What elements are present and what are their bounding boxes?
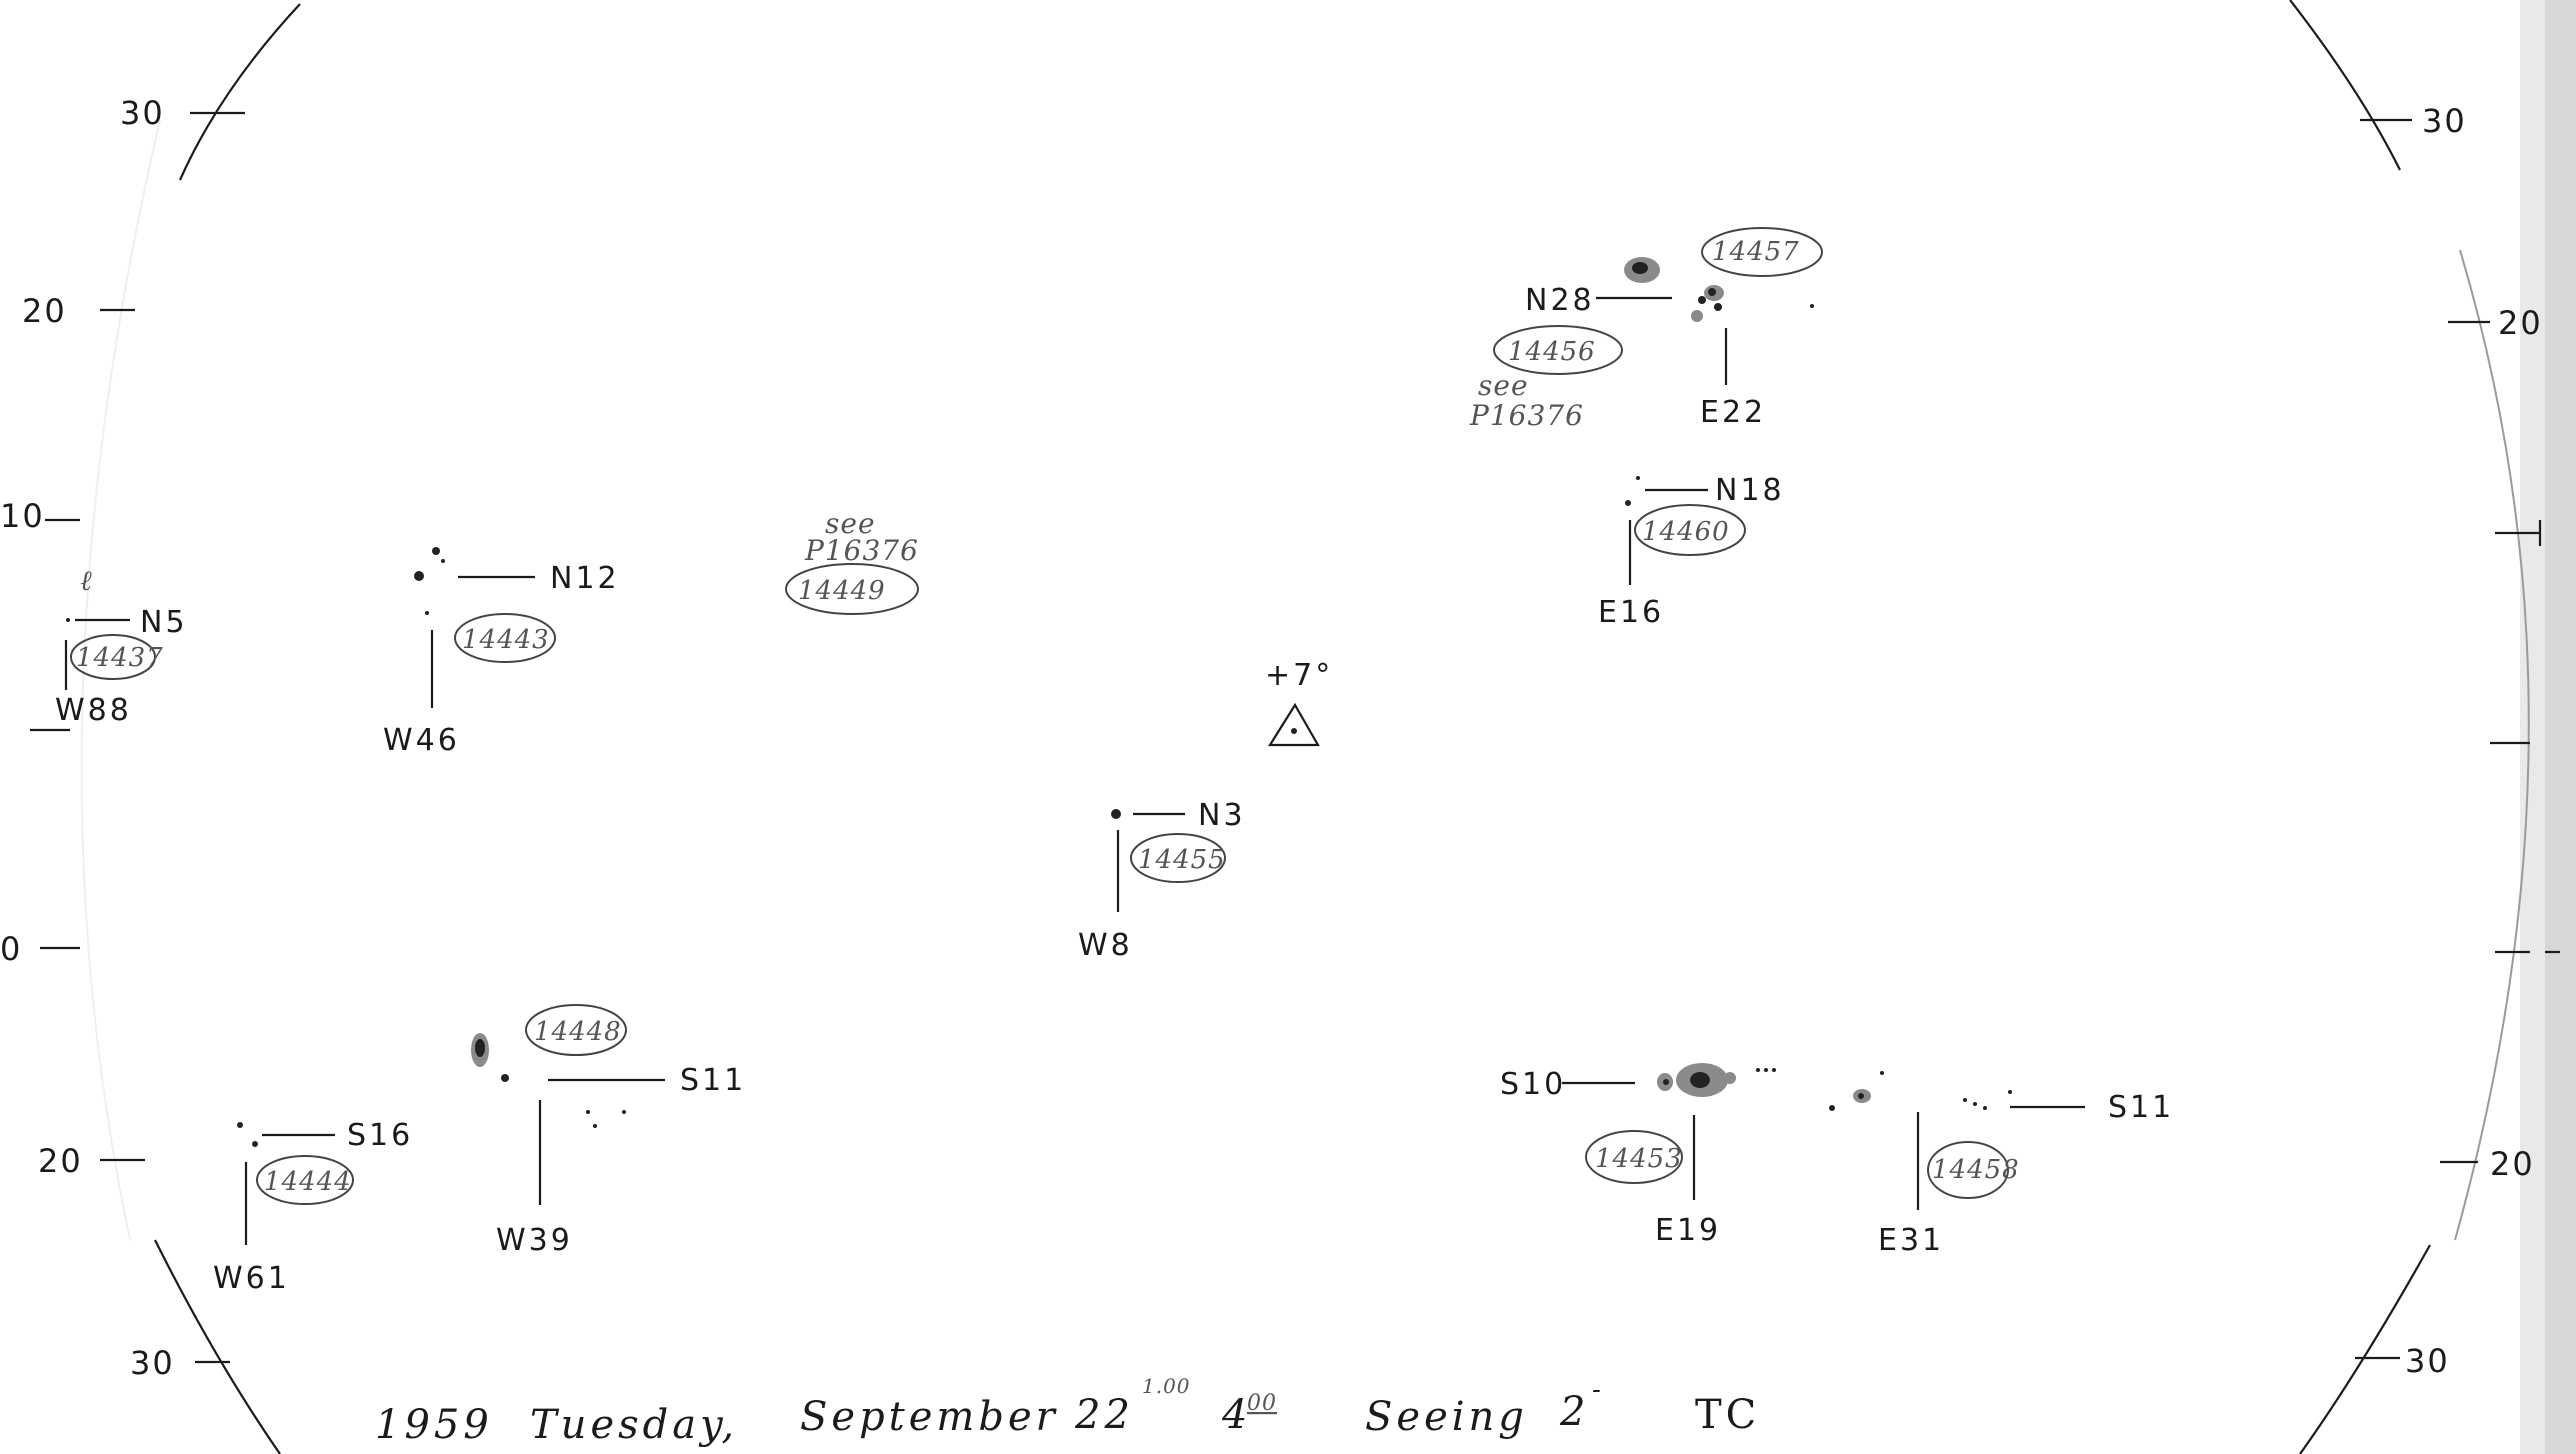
latitude-label: N5 [140, 605, 188, 640]
title-month: September [800, 1394, 1059, 1440]
latitude-label: S11 [2108, 1090, 2174, 1125]
group-number: 14455 [1138, 845, 1226, 875]
title-time-minutes: 00 [1247, 1391, 1277, 1416]
group-number: 14457 [1712, 237, 1800, 267]
longitude-label: W61 [213, 1261, 290, 1296]
right-tick-label: 20 [2498, 304, 2543, 342]
group-number: 14448 [534, 1017, 622, 1047]
plate-reference: P16376 [1469, 399, 1584, 432]
latitude-label: S10 [1500, 1067, 1566, 1102]
sunspot-group-14457: N28 14457 E22 [1525, 227, 1823, 430]
sunspot-group-14460: N18 14460 E16 [1598, 473, 1785, 630]
group-number: 14443 [462, 625, 550, 655]
title-seeing-label: Seeing [1365, 1394, 1528, 1440]
group-number: 14460 [1642, 517, 1730, 547]
left-tick-label: 20 [38, 1142, 83, 1180]
longitude-label: W46 [383, 723, 460, 758]
left-tick-label: 30 [130, 1344, 175, 1382]
left-latitude-ticks: 30 20 10 0 20 30 [0, 94, 245, 1382]
solar-limb-bottom-left [154, 1239, 281, 1454]
see-note: see [825, 507, 876, 540]
title-time: 4 [1221, 1392, 1251, 1438]
paper-edge-shadow [2545, 0, 2576, 1454]
group-number: 14456 [1508, 337, 1596, 367]
observation-title: 1959 Tuesday, September 22 1.00 4 00 See… [375, 1374, 1760, 1448]
longitude-label: W8 [1078, 928, 1133, 963]
group-number: 14444 [264, 1167, 352, 1197]
title-date: 22 [1074, 1392, 1134, 1438]
solar-limb-bottom-right [2299, 1244, 2431, 1454]
group-number: 14453 [1595, 1144, 1683, 1174]
solar-limb-left-faint [80, 119, 161, 1241]
longitude-label: E19 [1655, 1213, 1721, 1248]
sunspot-group-14448: 14448 S11 W39 [471, 1004, 746, 1258]
sunspot-group-14449: see P16376 14449 [785, 507, 919, 615]
group-number: 14449 [798, 576, 886, 606]
left-tick-label: 0 [0, 930, 22, 968]
sunspot-group-14443: N12 14443 W46 [383, 547, 620, 758]
title-weekday: Tuesday, [530, 1402, 738, 1448]
plate-reference: P16376 [804, 534, 919, 567]
latitude-label: N28 [1525, 283, 1595, 318]
annotation-mark: ℓ [80, 564, 93, 597]
sunspot-group-14453: S10 14453 E19 [1500, 1063, 1776, 1248]
solar-limb-right [2454, 249, 2530, 1241]
left-tick-label: 30 [120, 94, 165, 132]
latitude-label: S11 [680, 1063, 746, 1098]
longitude-label: W39 [496, 1223, 573, 1258]
sunspot-group-14455: N3 14455 W8 [1078, 798, 1246, 963]
left-tick-label: 20 [22, 292, 67, 330]
sunspot-group-14456: 14456 see P16376 [1469, 325, 1623, 432]
right-latitude-ticks: 30 20 20 30 [2355, 102, 2560, 1380]
title-observer: TC [1695, 1392, 1760, 1438]
solar-limb-top-left [178, 3, 301, 181]
disk-center-marker: +7° [1265, 658, 1333, 747]
right-tick-label: 20 [2490, 1145, 2535, 1183]
title-time-superscript: 1.00 [1142, 1374, 1191, 1398]
right-tick-label: 30 [2405, 1342, 2450, 1380]
left-tick-label: 10 [0, 497, 45, 535]
longitude-label: E16 [1598, 595, 1664, 630]
latitude-label: N12 [550, 561, 620, 596]
longitude-label: W88 [55, 693, 132, 728]
longitude-label: E31 [1878, 1223, 1944, 1258]
group-number: 14458 [1932, 1155, 2020, 1185]
title-year: 1959 [375, 1402, 493, 1448]
solar-limb-top-right [2289, 0, 2401, 171]
right-tick-label: 30 [2422, 102, 2467, 140]
sunspot-group-14458: S11 14458 E31 [1829, 1071, 2174, 1258]
latitude-label: N3 [1198, 798, 1246, 833]
title-seeing-value: 2 [1559, 1389, 1589, 1435]
group-number: 14437 [76, 643, 164, 673]
center-latitude-label: +7° [1265, 658, 1333, 693]
longitude-label: E22 [1700, 395, 1766, 430]
latitude-label: N18 [1715, 473, 1785, 508]
latitude-label: S16 [347, 1118, 413, 1153]
see-note: see [1478, 369, 1529, 402]
sunspot-group-14444: S16 14444 W61 [213, 1118, 413, 1296]
sunspot-group-14437: ℓ N5 14437 W88 [55, 564, 188, 728]
title-seeing-modifier: - [1592, 1375, 1605, 1405]
